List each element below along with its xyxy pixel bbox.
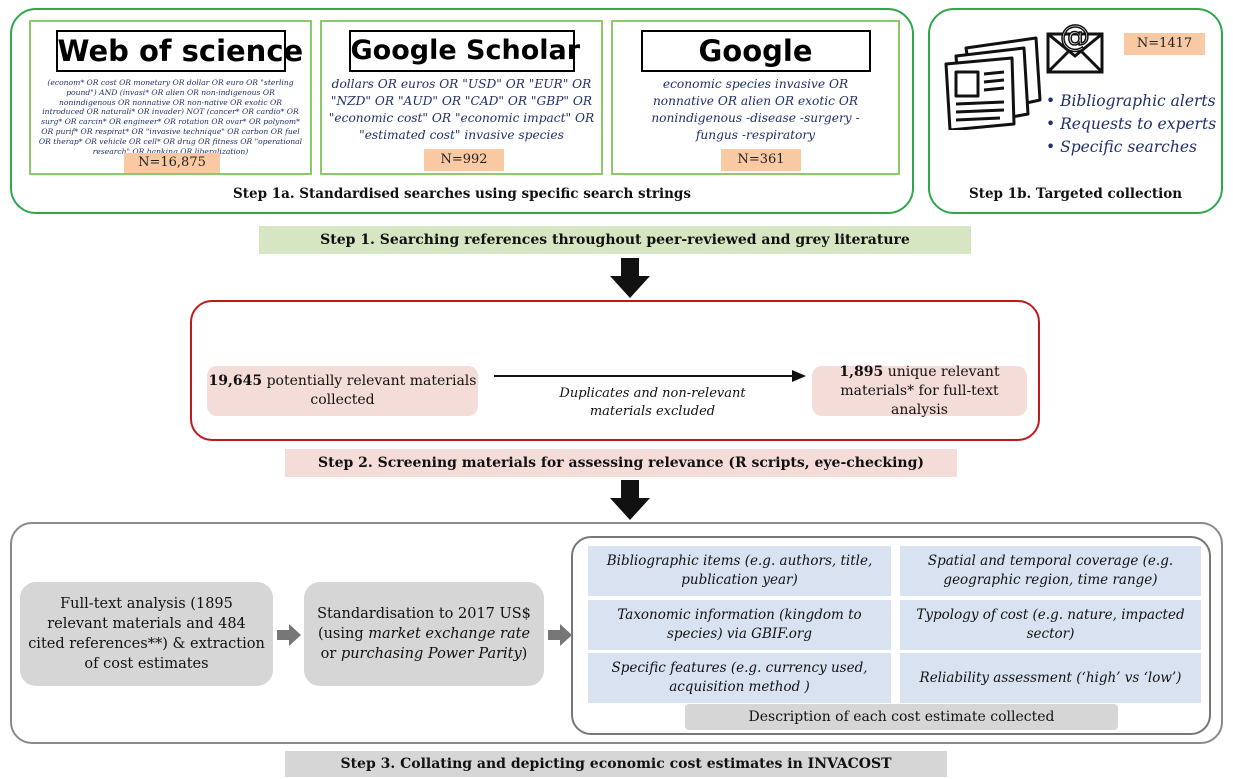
engine-box-google: Google economic species invasive OR nonn… [611, 20, 900, 175]
arrow-down-icon [610, 258, 650, 298]
engine-box-google-scholar: Google Scholar dollars OR euros OR "USD"… [320, 20, 603, 175]
collected-materials-box: 19,645 potentially relevant materials co… [207, 366, 478, 416]
unique-materials-box: 1,895 unique relevant materials* for ful… [812, 364, 1027, 418]
attribute-cell: Typology of cost (e.g. nature, impacted … [900, 600, 1201, 650]
svg-text:@: @ [1060, 19, 1090, 54]
result-count: N=992 [424, 149, 504, 171]
engine-box-web-of-science: Web of science (econom* OR cost OR monet… [29, 20, 312, 175]
attribute-cell: Taxonomic information (kingdom to specie… [588, 600, 891, 650]
step3-container [10, 522, 1223, 744]
targeted-item: • Specific searches [1046, 138, 1197, 156]
step1-label: Step 1. Searching references throughout … [259, 226, 971, 254]
step1a-container [10, 8, 914, 214]
step1b-caption: Step 1b. Targeted collection [968, 186, 1183, 202]
result-count: N=16,875 [124, 153, 220, 173]
engine-query: (econom* OR cost OR monetary OR dollar O… [38, 78, 303, 156]
bullet-icon: • [1046, 92, 1061, 110]
attribute-cell: Specific features (e.g. currency used, a… [588, 653, 891, 703]
engine-query: dollars OR euros OR "USD" OR "EUR" OR "N… [328, 77, 595, 142]
step2-container [190, 300, 1040, 441]
arrow-right-icon [494, 370, 806, 382]
newspaper-icon [944, 36, 1042, 130]
targeted-item: • Requests to experts [1046, 115, 1217, 133]
arrow-right-icon [277, 624, 301, 646]
description-caption: Description of each cost estimate collec… [685, 704, 1118, 730]
bullet-icon: • [1046, 115, 1061, 133]
step1b-container [928, 8, 1223, 214]
engine-title: Google [640, 30, 871, 72]
attribute-cell: Spatial and temporal coverage (e.g. geog… [900, 546, 1201, 596]
arrow-right-icon [548, 624, 572, 646]
step2-label: Step 2. Screening materials for assessin… [285, 449, 957, 477]
step1a-caption: Step 1a. Standardised searches using spe… [233, 186, 691, 202]
full-text-analysis-box: Full-text analysis (1895 relevant materi… [20, 582, 273, 686]
envelope-at-icon: @ [1046, 18, 1104, 74]
arrow-down-icon [610, 480, 650, 520]
engine-title: Web of science [55, 30, 303, 72]
result-count-targeted: N=1417 [1124, 33, 1205, 55]
bullet-icon: • [1046, 138, 1061, 156]
engine-title: Google Scholar [348, 30, 580, 72]
attribute-cell: Bibliographic items (e.g. authors, title… [588, 546, 891, 596]
standardisation-box: Standardisation to 2017 US$ (using marke… [304, 582, 544, 686]
engine-query: economic species invasive OR nonnative O… [651, 77, 860, 142]
exclusion-note: Duplicates and non-relevant materials ex… [559, 386, 746, 419]
attribute-cell: Reliability assessment (‘high’ vs ‘low’) [900, 653, 1201, 703]
targeted-item: • Bibliographic alerts [1046, 92, 1216, 110]
step3-label: Step 3. Collating and depicting economic… [285, 751, 947, 777]
result-count: N=361 [721, 149, 801, 171]
